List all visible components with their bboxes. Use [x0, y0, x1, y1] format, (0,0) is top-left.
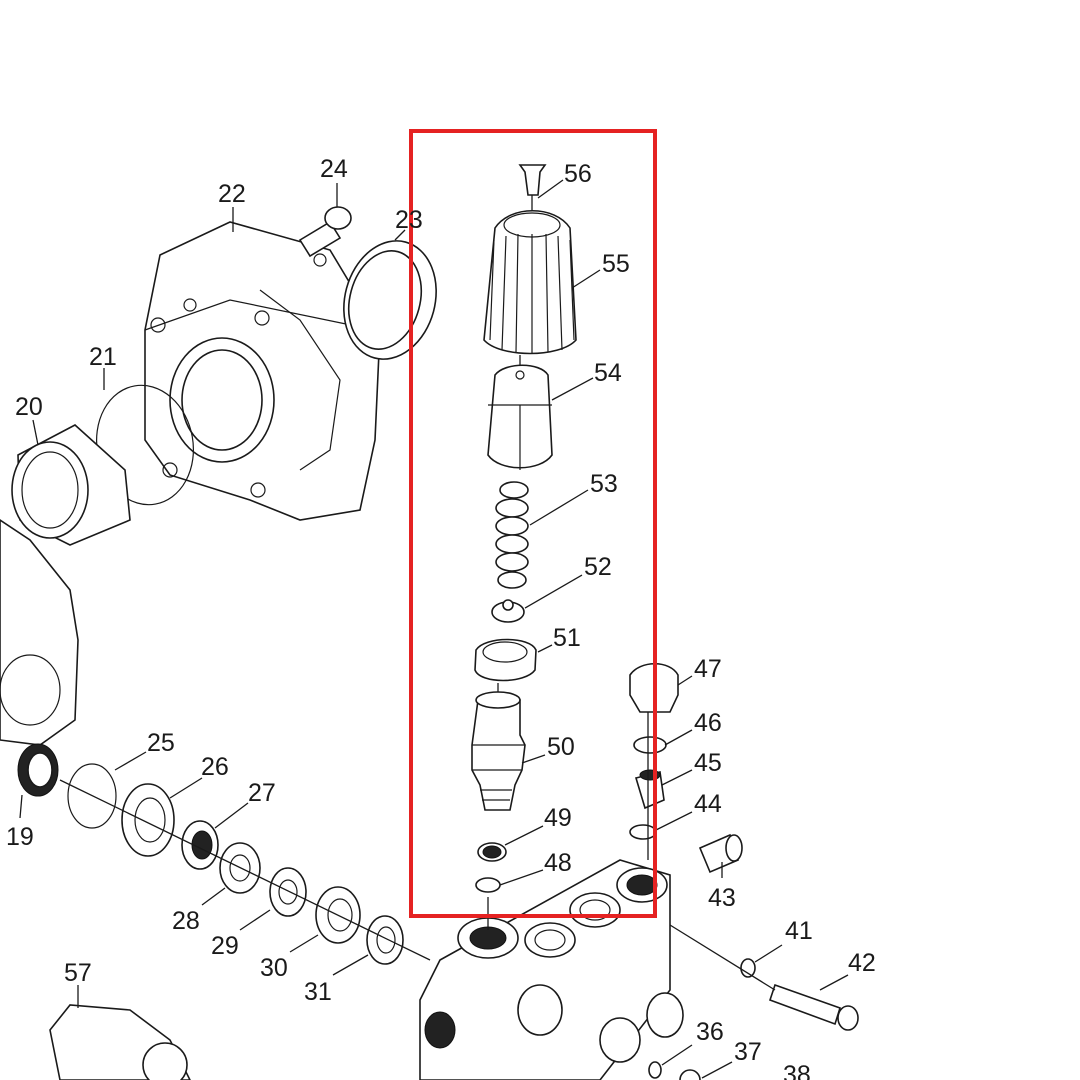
label-45: 45 — [694, 749, 722, 777]
part-31-ring — [366, 915, 404, 965]
label-20: 20 — [15, 393, 43, 421]
label-19: 19 — [6, 823, 34, 851]
label-31: 31 — [304, 978, 332, 1006]
part-41-washer — [740, 958, 756, 978]
part-55-knob — [483, 209, 577, 355]
label-49: 49 — [544, 804, 572, 832]
label-46: 46 — [694, 709, 722, 737]
crankcase-bore — [0, 654, 61, 726]
part-49-seat — [477, 842, 507, 862]
label-41: 41 — [785, 917, 813, 945]
part-44-o-ring — [629, 824, 657, 840]
label-57: 57 — [64, 959, 92, 987]
label-51: 51 — [553, 624, 581, 652]
label-24: 24 — [320, 155, 348, 183]
label-44: 44 — [694, 790, 722, 818]
part-50-valve-body — [471, 691, 526, 811]
label-30: 30 — [260, 954, 288, 982]
label-48: 48 — [544, 849, 572, 877]
part-52-piston — [491, 599, 525, 623]
part-57-port — [142, 1042, 188, 1080]
label-26: 26 — [201, 753, 229, 781]
label-27: 27 — [248, 779, 276, 807]
label-47: 47 — [694, 655, 722, 683]
part-37 — [679, 1069, 701, 1080]
label-36: 36 — [696, 1018, 724, 1046]
label-23: 23 — [395, 206, 423, 234]
part-43-plug — [698, 833, 743, 874]
label-37: 37 — [734, 1038, 762, 1066]
label-28: 28 — [172, 907, 200, 935]
part-26-retainer — [121, 783, 175, 857]
part-27-seal — [181, 820, 219, 870]
part-24-bolt — [298, 206, 352, 258]
part-54-nut — [487, 364, 553, 470]
part-22-housing — [144, 221, 381, 521]
part-42-bolt — [768, 983, 859, 1031]
label-52: 52 — [584, 553, 612, 581]
crankcase-fragment — [0, 519, 79, 746]
label-54: 54 — [594, 359, 622, 387]
label-56: 56 — [564, 160, 592, 188]
label-22: 22 — [218, 180, 246, 208]
part-29-washer — [269, 867, 307, 917]
label-43: 43 — [708, 884, 736, 912]
part-53-spring — [495, 481, 529, 589]
label-29: 29 — [211, 932, 239, 960]
part-48-o-ring — [475, 877, 501, 893]
label-21: 21 — [89, 343, 117, 371]
part-23-seal — [343, 240, 437, 360]
part-labels: 24 22 23 21 20 56 55 54 53 52 51 47 46 4… — [6, 155, 876, 1080]
label-25: 25 — [147, 729, 175, 757]
part-45-valve — [634, 769, 665, 810]
label-42: 42 — [848, 949, 876, 977]
part-56-screw — [518, 164, 547, 196]
part-19-seal — [17, 743, 59, 797]
label-55: 55 — [602, 250, 630, 278]
label-53: 53 — [590, 470, 618, 498]
part-51-locknut — [474, 638, 537, 682]
label-38: 38 — [783, 1061, 811, 1080]
manifold — [419, 859, 684, 1080]
highlight-box — [409, 129, 657, 918]
leader-lines — [19, 179, 849, 1079]
part-20-bearing — [11, 424, 131, 546]
label-50: 50 — [547, 733, 575, 761]
part-36-washer — [648, 1061, 662, 1079]
part-25-o-ring — [67, 763, 117, 829]
part-46-o-ring — [633, 736, 667, 754]
